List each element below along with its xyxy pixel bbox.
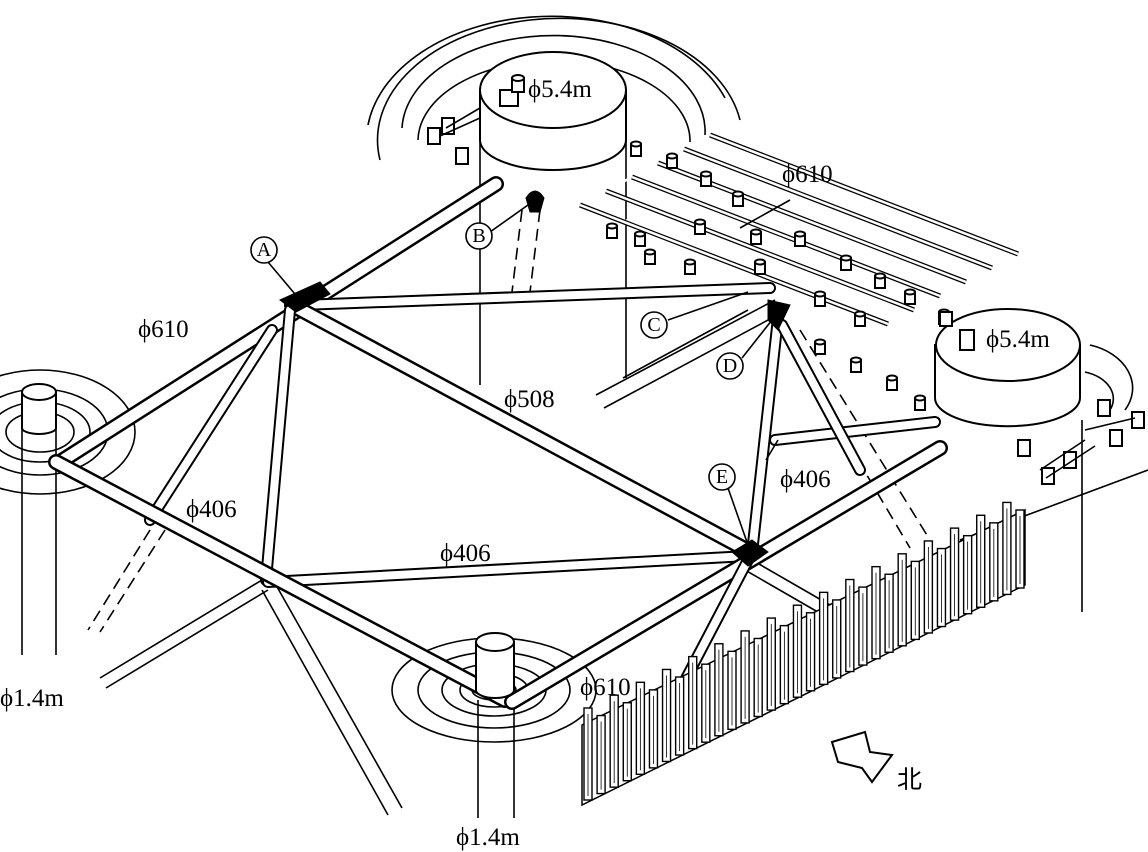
deck-bollard-top [700, 170, 712, 178]
top-platform [427, 51, 627, 171]
deck-bollard-top [750, 228, 762, 236]
label-left-brace-406: ϕ406 [186, 496, 237, 523]
node-E: E [708, 463, 736, 491]
label-north: 北 [897, 767, 922, 794]
deck-bollard-top [814, 290, 826, 298]
deck-beam-inner [623, 150, 755, 224]
label-diagonal-508: ϕ508 [504, 386, 555, 413]
svg-text:A: A [257, 239, 272, 261]
north-arrow-icon [830, 730, 894, 784]
front-pile [475, 632, 515, 699]
deck-beam-inner [887, 252, 1019, 326]
labels: ϕ5.4m ϕ610 ϕ5.4m ϕ610 ϕ508 ϕ406 ϕ406 ϕ40… [0, 76, 1050, 851]
deck-bollard-top [840, 254, 852, 262]
brace-pipes [48, 176, 948, 710]
deck-beam-inner [711, 184, 843, 258]
right-platform [934, 308, 1145, 485]
deck-bollard-top [666, 152, 678, 160]
node-A: A [250, 236, 278, 264]
svg-text:C: C [647, 314, 660, 336]
node-C: C [640, 311, 668, 339]
label-deck-pipe: ϕ610 [782, 161, 833, 188]
deck-bollard-top [630, 140, 642, 148]
label-right-platform: ϕ5.4m [986, 326, 1050, 353]
deck-bollard-top [644, 248, 656, 256]
deck-bollard-top [914, 394, 926, 402]
deck-bollard-top [694, 218, 706, 226]
deck-girder-inner [631, 175, 941, 298]
joints [279, 190, 791, 567]
deck-bollard-top [634, 230, 646, 238]
deck-bollard-top [754, 258, 766, 266]
deck-beam-inner [799, 218, 931, 292]
deck-bollard-top [732, 190, 744, 198]
deck-girder-inner [605, 189, 915, 312]
label-left-pile: ϕ1.4m [0, 685, 64, 712]
deck-girder-inner [579, 203, 889, 326]
deck-girder-inner [709, 133, 1019, 256]
deck-beam-inner [843, 235, 975, 309]
deck-girder-inner [683, 147, 993, 270]
deck-bollard-top [684, 258, 696, 266]
right-platform-rings [1084, 344, 1134, 411]
deck-beam-inner [579, 133, 711, 207]
deck-bollard-top [854, 310, 866, 318]
node-callouts: A B C D E [250, 199, 791, 546]
deck-bollard-top [814, 338, 826, 346]
deck-bollard-top [886, 374, 898, 382]
svg-text:E: E [716, 466, 728, 488]
label-left-brace-610: ϕ610 [138, 316, 189, 343]
label-front-pile: ϕ1.4m [456, 824, 520, 851]
deck-bollard-top [904, 288, 916, 296]
label-right-brace-406: ϕ406 [780, 466, 831, 493]
sheet-pile-fence [581, 501, 1026, 807]
svg-text:B: B [472, 225, 485, 247]
deck-bollard-top [874, 272, 886, 280]
deck-bollard-top [850, 356, 862, 364]
deck-bollard-top [606, 222, 618, 230]
deck-bollard-top [794, 230, 806, 238]
label-top-platform: ϕ5.4m [528, 76, 592, 103]
label-front-brace-610: ϕ610 [580, 674, 631, 701]
deck-beam-inner [755, 201, 887, 275]
svg-text:D: D [723, 355, 737, 377]
node-B: B [465, 222, 493, 250]
node-D: D [716, 352, 744, 380]
label-bottom-brace-406: ϕ406 [440, 540, 491, 567]
left-pile [21, 383, 57, 435]
deck-grid [579, 132, 1019, 411]
